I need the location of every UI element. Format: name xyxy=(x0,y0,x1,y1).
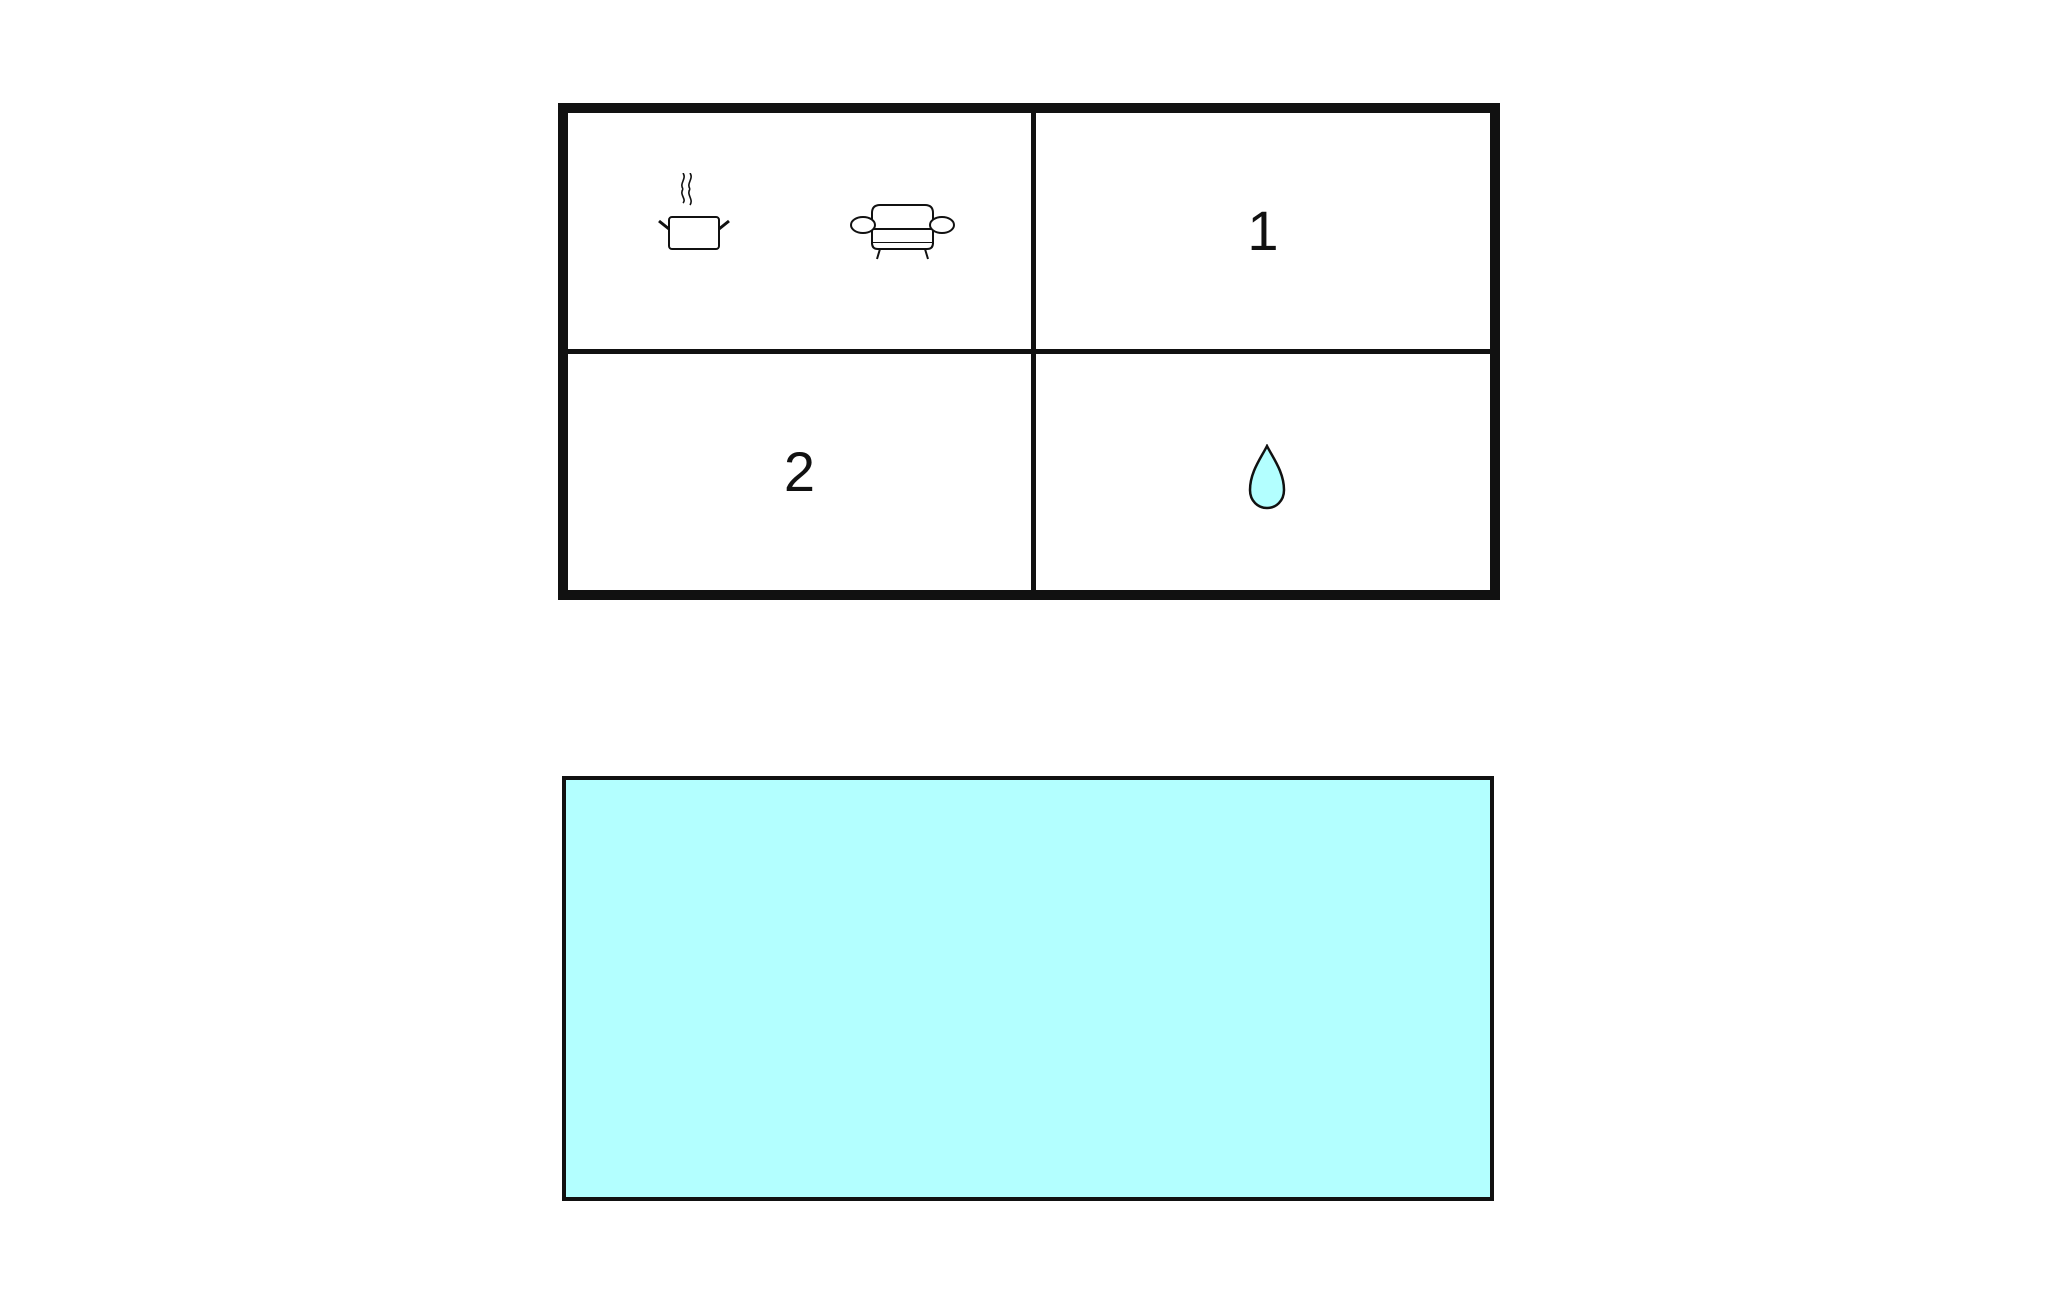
sofa-icon xyxy=(850,204,955,260)
room-bathroom xyxy=(1036,354,1490,590)
water-drop-icon xyxy=(1248,444,1286,510)
cooking-pot-icon xyxy=(658,173,730,250)
room-2: 2 xyxy=(568,354,1031,590)
room-1-label: 1 xyxy=(1247,199,1279,262)
room-2-label: 2 xyxy=(783,440,816,503)
room-kitchen-living xyxy=(568,113,1031,349)
floorplan: 1 2 xyxy=(558,103,1500,600)
room-1: 1 xyxy=(1036,113,1490,349)
horizontal-divider xyxy=(568,349,1490,354)
swimming-pool xyxy=(562,776,1494,1201)
